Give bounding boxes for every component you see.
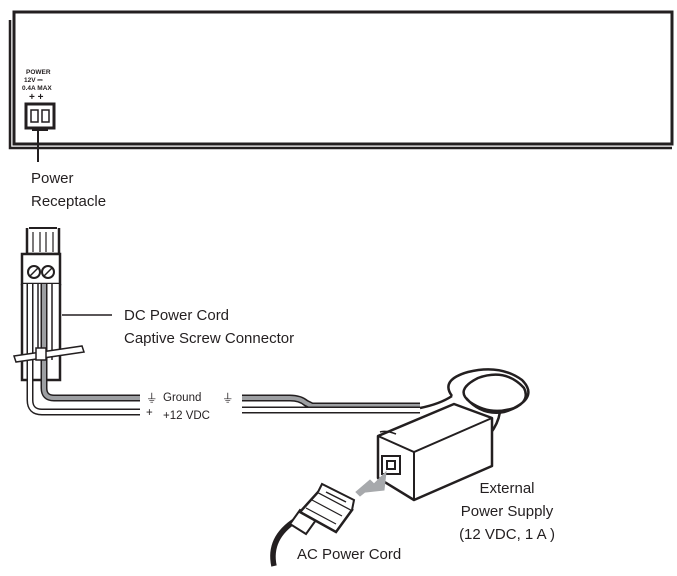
dc-wires [26,284,140,416]
insert-arrow-icon [355,470,387,497]
external-supply-label-line1: External [479,480,534,497]
ac-power-cord-label: AC Power Cord [297,546,401,563]
ground-symbol-right: ⏚ [222,392,234,405]
device-rear-panel: POWER 12V ⎓ 0.4A MAX + + [8,10,674,150]
power-receptacle [24,102,56,131]
external-supply-label-line3: (12 VDC, 1 A ) [459,526,555,543]
dc-cord-label-line1: DC Power Cord [124,307,229,324]
ground-label: Ground [163,392,201,404]
ac-inlet [381,455,401,475]
ground-symbol-left: ⏚ [146,392,158,405]
plus-symbol: + [146,407,153,419]
supply-side-wires [242,394,420,414]
polarity-marks: + + [29,92,44,103]
ac-power-cord [270,482,356,567]
power-receptacle-label-line2: Receptacle [31,193,106,210]
dc-cord-label-line2: Captive Screw Connector [124,330,294,347]
power-spec-line3: 0.4A MAX [22,85,52,92]
power-spec-line1: POWER [26,69,51,76]
plus-12vdc-label: +12 VDC [163,410,210,422]
power-spec-line2: 12V ⎓ [24,77,43,84]
cable-tie [13,345,85,363]
external-power-supply [376,402,494,502]
power-receptacle-label-line1: Power [31,170,74,187]
external-supply-label-line2: Power Supply [461,503,554,520]
